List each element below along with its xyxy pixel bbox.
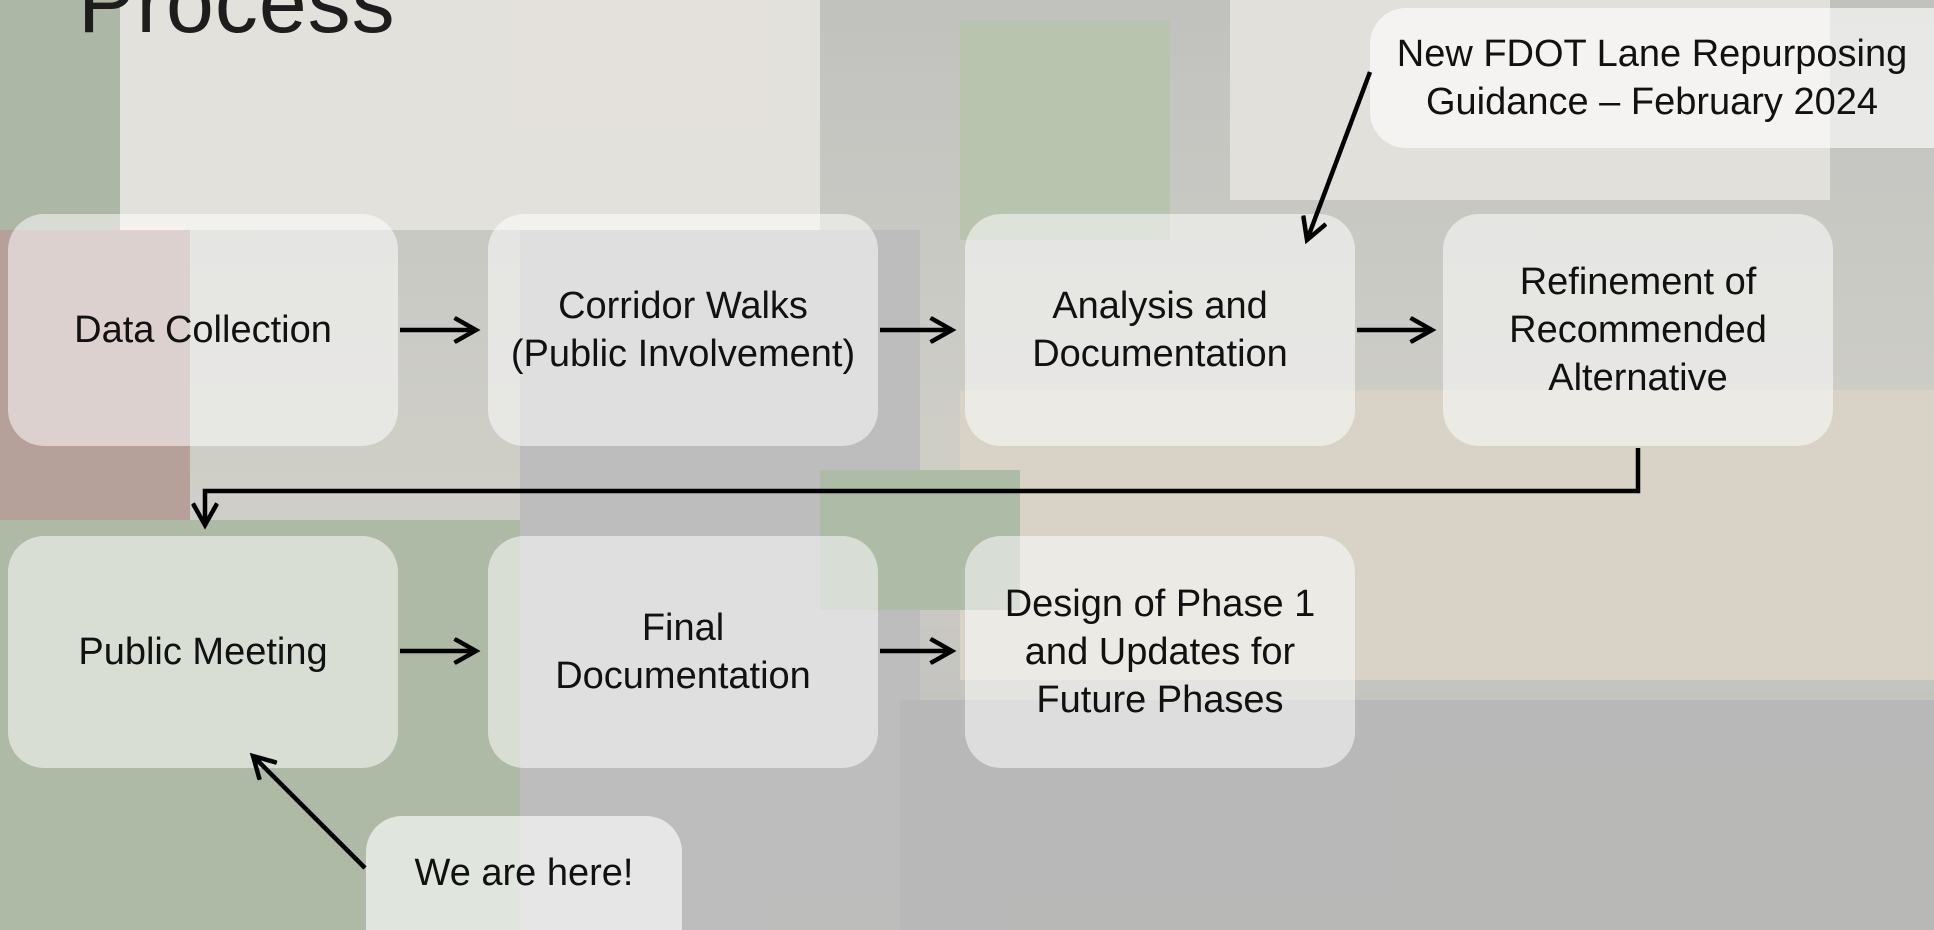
step-public-meeting: Public Meeting bbox=[8, 536, 398, 768]
step-label: Analysis and bbox=[1052, 285, 1268, 327]
step-label: Corridor Walks bbox=[558, 285, 808, 327]
arrow-here-pointer bbox=[253, 756, 367, 870]
step-label: (Public Involvement) bbox=[510, 333, 856, 375]
step-label: Design of Phase 1 bbox=[1004, 583, 1316, 625]
arrow-wrap-down bbox=[205, 448, 1641, 525]
callout-label: Guidance – February 2024 bbox=[1425, 81, 1879, 123]
step-data-collection: Data Collection bbox=[8, 214, 398, 446]
page-title: Process bbox=[78, 0, 396, 51]
callout-label: We are here! bbox=[414, 852, 634, 894]
callout-label: New FDOT Lane Repurposing bbox=[1396, 33, 1908, 75]
step-label: Public Meeting bbox=[78, 631, 328, 673]
step-label: Recommended bbox=[1509, 309, 1767, 351]
step-label: and Updates for bbox=[1024, 631, 1296, 673]
step-corridor-walks: Corridor Walks (Public Involvement) bbox=[488, 214, 878, 446]
step-label: Refinement of bbox=[1519, 261, 1757, 303]
we-are-here-callout: We are here! bbox=[366, 816, 682, 930]
step-label: Documentation bbox=[555, 655, 811, 697]
step-label: Documentation bbox=[1032, 333, 1288, 375]
step-label: Alternative bbox=[1548, 357, 1728, 399]
step-label: Final bbox=[641, 607, 725, 649]
step-label: Data Collection bbox=[74, 309, 332, 351]
arrow-fdot-pointer bbox=[1307, 71, 1373, 240]
step-label: Future Phases bbox=[1036, 679, 1284, 721]
